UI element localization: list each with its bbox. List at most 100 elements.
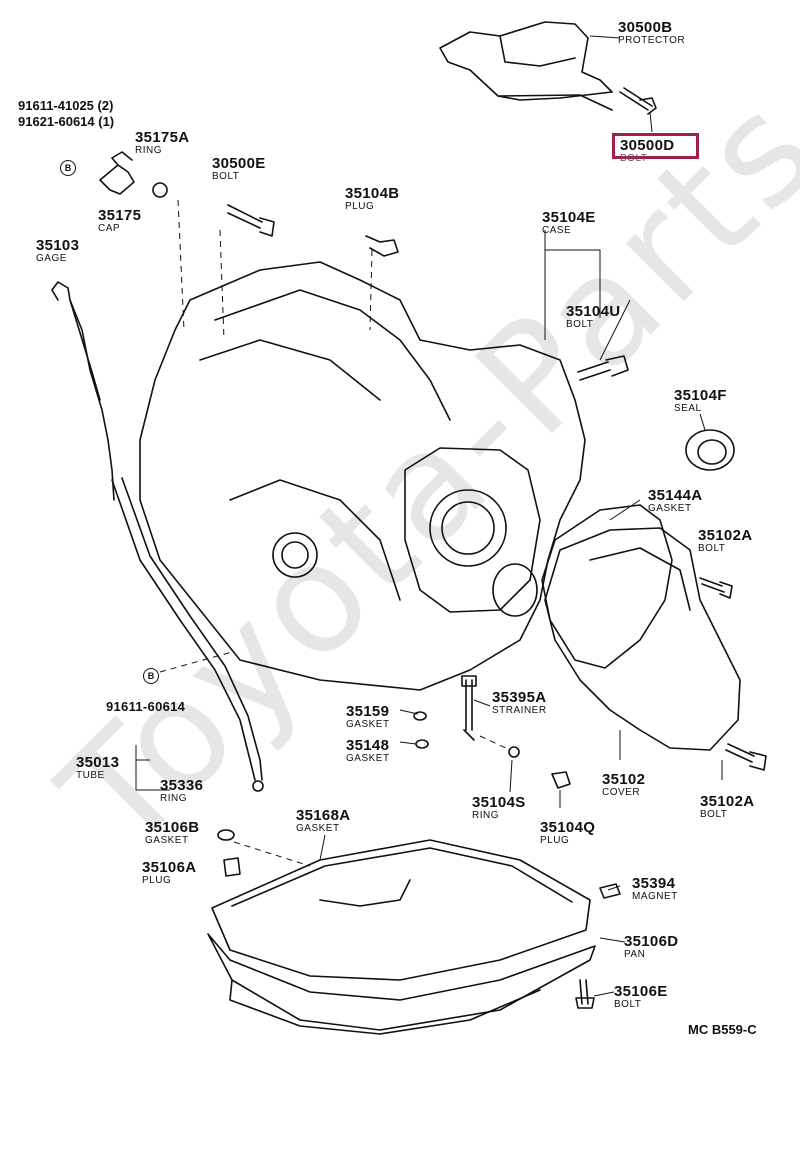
- part-label-35104f[interactable]: 35104F SEAL: [674, 388, 727, 414]
- part-number: 35104F: [674, 387, 727, 404]
- part-number: 35103: [36, 237, 80, 254]
- part-label-35104s[interactable]: 35104S RING: [472, 795, 526, 821]
- part-name: GASKET: [648, 503, 692, 514]
- part-label-35104e[interactable]: 35104E CASE: [542, 210, 596, 236]
- part-label-35106a[interactable]: 35106A PLUG: [142, 860, 196, 886]
- part-label-35103[interactable]: 35103 GAGE: [36, 238, 79, 264]
- ring-35104s-shape: [508, 746, 520, 758]
- part-name: TUBE: [76, 770, 105, 781]
- part-label-35336[interactable]: 35336 RING: [160, 778, 203, 804]
- part-label-91611-60614[interactable]: 91611-60614: [106, 700, 185, 713]
- part-name: PLUG: [540, 835, 570, 846]
- part-label-35395a[interactable]: 35395A STRAINER: [492, 690, 547, 716]
- part-number: 35104E: [542, 209, 596, 226]
- part-name: BOLT: [614, 999, 642, 1010]
- part-label-30500d[interactable]: 30500D BOLT: [620, 138, 674, 164]
- bolt-35104u-shape: [577, 355, 629, 381]
- part-name: GASKET: [296, 823, 340, 834]
- seal-35104f-shape: [685, 429, 735, 471]
- part-label-35394[interactable]: 35394 MAGNET: [632, 876, 678, 902]
- plug-35106a-shape: [223, 857, 241, 877]
- ring-35336-shape: [252, 780, 264, 792]
- part-name: PROTECTOR: [618, 35, 686, 46]
- part-number: 91611-60614: [106, 699, 186, 714]
- part-name: BOLT: [700, 809, 728, 820]
- part-label-35175a[interactable]: 35175A RING: [135, 130, 189, 156]
- part-label-35013[interactable]: 35013 TUBE: [76, 755, 119, 781]
- part-label-35106e[interactable]: 35106E BOLT: [614, 984, 668, 1010]
- bolt-30500d-shape: [619, 87, 657, 115]
- part-number: 35395A: [492, 689, 547, 706]
- gage-35103-shape: [51, 281, 115, 501]
- part-label-35144a[interactable]: 35144A GASKET: [648, 488, 702, 514]
- gasket-35148-shape: [415, 739, 429, 749]
- part-name: BOLT: [620, 153, 648, 164]
- part-number: 35106E: [614, 983, 668, 1000]
- part-name: COVER: [602, 787, 641, 798]
- transmission-case-shape: [139, 261, 586, 691]
- part-name: BOLT: [212, 171, 240, 182]
- part-label-35102a-top[interactable]: 35102A BOLT: [698, 528, 752, 554]
- cap-35175-shape: [99, 151, 135, 195]
- part-label-35102a-bottom[interactable]: 35102A BOLT: [700, 794, 754, 820]
- part-number: 30500B: [618, 19, 673, 36]
- part-number: 30500E: [212, 155, 266, 172]
- part-name: RING: [135, 145, 162, 156]
- ring-35175a-shape: [152, 182, 168, 198]
- part-name: MAGNET: [632, 891, 678, 902]
- circled-b-marker-bottom: B: [143, 668, 159, 684]
- part-label-35104q[interactable]: 35104Q PLUG: [540, 820, 595, 846]
- part-number: 35104S: [472, 794, 526, 811]
- part-number: 35106A: [142, 859, 197, 876]
- part-label-30500e[interactable]: 30500E BOLT: [212, 156, 266, 182]
- part-name: BOLT: [698, 543, 726, 554]
- bolt-35102a-bottom-shape: [725, 743, 767, 771]
- part-number: 35336: [160, 777, 204, 794]
- part-number: 35168A: [296, 807, 351, 824]
- part-label-35175[interactable]: 35175 CAP: [98, 208, 141, 234]
- part-number: 35159: [346, 703, 390, 720]
- part-label-35106b[interactable]: 35106B GASKET: [145, 820, 199, 846]
- bolt-35106e-shape: [575, 979, 595, 1009]
- part-label-35168a[interactable]: 35168A GASKET: [296, 808, 350, 834]
- part-number: 30500D: [620, 137, 675, 154]
- tube-35013-shape: [111, 479, 256, 781]
- part-number: 35102: [602, 771, 646, 788]
- part-name: GASKET: [346, 719, 390, 730]
- diagram-code: MC B559-C: [688, 1022, 757, 1037]
- part-label-30500b[interactable]: 30500B PROTECTOR: [618, 20, 685, 46]
- part-name: PLUG: [345, 201, 375, 212]
- part-name: STRAINER: [492, 705, 547, 716]
- part-name: PAN: [624, 949, 646, 960]
- part-label-35104b[interactable]: 35104B PLUG: [345, 186, 399, 212]
- strainer-35395a-shape: [461, 675, 477, 741]
- cover-35102-shape: [544, 527, 741, 751]
- part-label-35104u[interactable]: 35104U BOLT: [566, 304, 620, 330]
- plug-35104q-shape: [551, 771, 571, 789]
- part-name: GASKET: [145, 835, 189, 846]
- part-number: 35013: [76, 754, 120, 771]
- gasket-35144a-shape: [541, 504, 673, 669]
- part-name: GASKET: [346, 753, 390, 764]
- reference-number-1: 91611-41025 (2): [18, 98, 114, 113]
- part-number: 35175A: [135, 129, 190, 146]
- part-number: 35104U: [566, 303, 621, 320]
- part-number: 35106D: [624, 933, 679, 950]
- part-name: CASE: [542, 225, 572, 236]
- part-number: 35102A: [700, 793, 755, 810]
- part-number: 35106B: [145, 819, 200, 836]
- part-label-35159[interactable]: 35159 GASKET: [346, 704, 390, 730]
- part-number: 35104B: [345, 185, 400, 202]
- part-number: 35102A: [698, 527, 753, 544]
- part-label-35102[interactable]: 35102 COVER: [602, 772, 645, 798]
- circled-b-marker-top: B: [60, 160, 76, 176]
- pan-gasket-35168a-shape: [211, 839, 591, 981]
- reference-number-2: 91621-60614 (1): [18, 114, 115, 130]
- part-name: PLUG: [142, 875, 172, 886]
- highlight-frame-30500d: [612, 133, 699, 159]
- part-name: SEAL: [674, 403, 702, 414]
- part-name: CAP: [98, 223, 121, 234]
- part-label-35106d[interactable]: 35106D PAN: [624, 934, 678, 960]
- part-label-35148[interactable]: 35148 GASKET: [346, 738, 390, 764]
